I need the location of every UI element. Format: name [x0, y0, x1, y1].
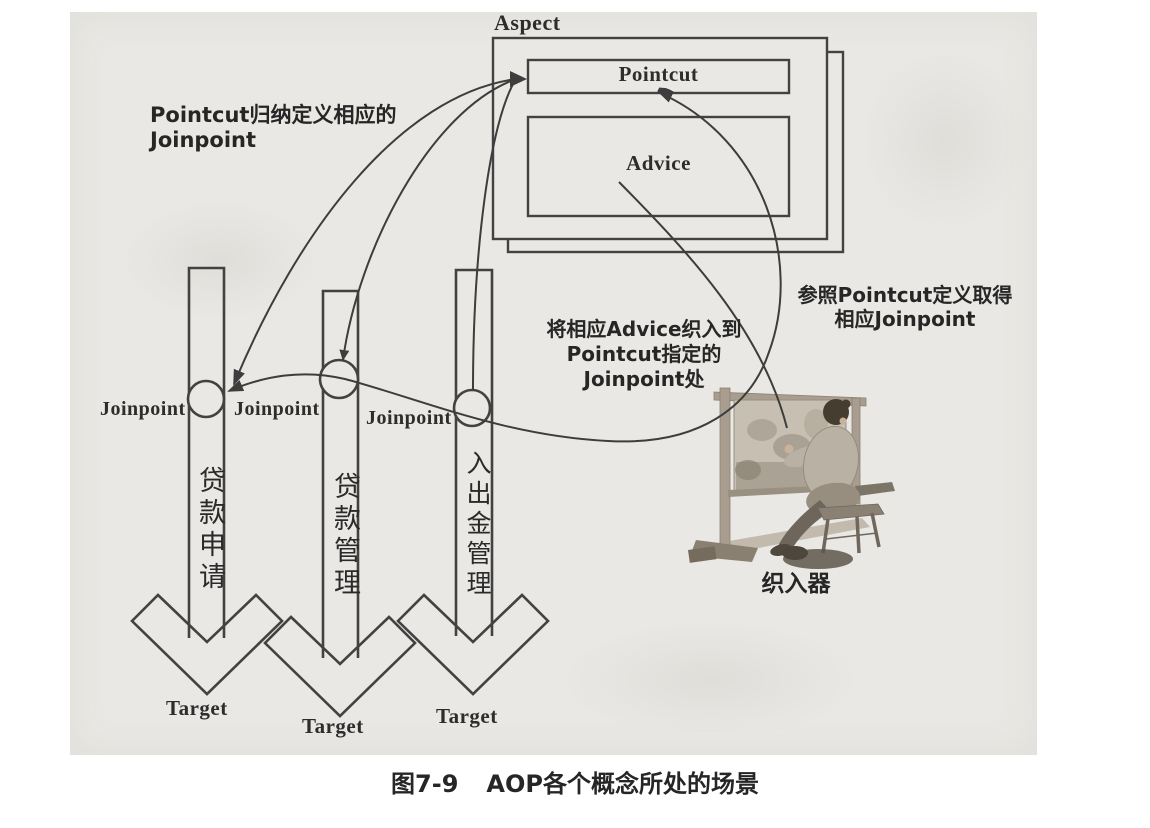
stool [817, 503, 885, 554]
weaver-label: 织入器 [761, 571, 831, 597]
scan-bleedthrough-smudge [560, 620, 860, 740]
advice-note: 将相应Advice织入到 Pointcut指定的 Joinpoint处 [546, 317, 742, 391]
target-bar-label-1: 贷款申请 [194, 466, 225, 594]
figure-number: 图7-9 [391, 770, 459, 798]
reference-note: 参照Pointcut定义取得 相应Joinpoint [797, 283, 1013, 331]
pointcut-note: Pointcut归纳定义相应的 Joinpoint [150, 103, 397, 152]
pointcut-label: Pointcut [618, 62, 699, 86]
joinpoint-label-3: Joinpoint [366, 407, 452, 429]
relationship-curves [229, 71, 788, 443]
figure-title: AOP各个概念所处的场景 [486, 770, 759, 798]
weaver-ear [839, 417, 847, 425]
joinpoint-circle-1 [186, 379, 226, 419]
target-arrows [130, 266, 550, 718]
floor-bundle [782, 546, 808, 560]
target-arrowhead-3 [396, 593, 550, 696]
joinpoint-label-2: Joinpoint [234, 398, 320, 420]
loom-bottom-rail [728, 486, 818, 497]
advice-label: Advice [626, 151, 691, 175]
loom-base-foot [688, 546, 717, 563]
joinpoint-label-1: Joinpoint [100, 398, 186, 420]
target-label-3: Target [436, 704, 498, 728]
pointcut-arrowhead [510, 71, 527, 87]
weaver-hair-bun [841, 399, 851, 409]
joinpoint-circle-2 [318, 358, 360, 400]
target-bar-label-3: 入出金管理 [463, 450, 492, 600]
target-bar-label-2: 贷款管理 [329, 472, 360, 600]
target-label-2: Target [302, 714, 364, 738]
target-bar-shaft-1 [187, 266, 226, 638]
stool-seat [817, 503, 885, 521]
side-shelf [855, 482, 895, 496]
weaver-person [770, 399, 860, 556]
target-arrowhead-2 [263, 615, 417, 718]
scan-bleedthrough-smudge [860, 50, 1030, 230]
weaver-leg [778, 500, 830, 551]
weaver-illustration [688, 387, 895, 569]
stool-crossbar [825, 532, 878, 540]
tapestry-texture [747, 419, 777, 441]
target-arrowhead-1 [130, 593, 284, 696]
target-label-1: Target [166, 696, 228, 720]
figure-caption: 图7-9 AOP各个概念所处的场景 [0, 764, 1150, 799]
weaver-hand [784, 444, 794, 454]
weaver-reference-and-weave-curve [229, 93, 782, 443]
aspect-label: Aspect [494, 10, 561, 35]
